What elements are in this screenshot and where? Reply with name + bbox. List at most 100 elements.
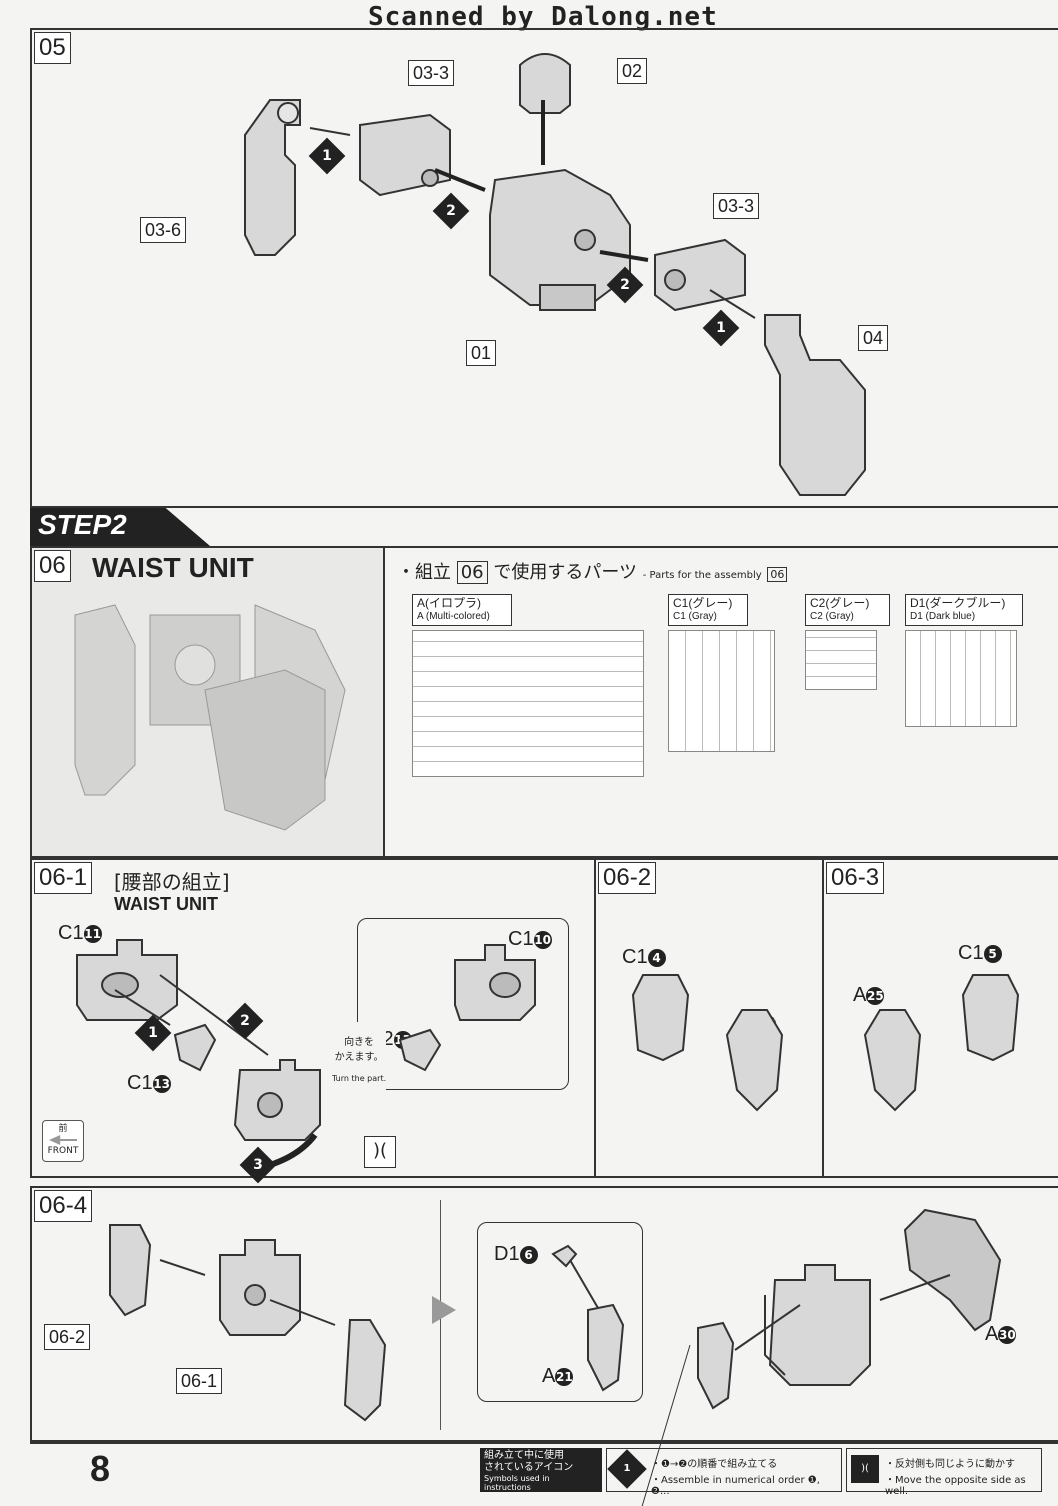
runner-en: A (Multi-colored) (417, 611, 490, 622)
order-badge: 2 (606, 266, 644, 304)
hip-armor-inner (961, 974, 1020, 1062)
watermark: Scanned by Dalong.net (368, 2, 718, 32)
part-label: 02 (617, 58, 648, 84)
runner-sprue-d1 (905, 630, 1017, 727)
step2-banner-label: STEP2 (38, 509, 127, 540)
waist-core-part (219, 1239, 301, 1336)
runner-sprue-a (412, 630, 644, 777)
torso-part (489, 168, 631, 311)
step-number: 05 (34, 32, 71, 64)
runner-label-d1: D1(ダークブルー) D1 (Dark blue) (905, 594, 1023, 626)
move-opposite-icon: )( (851, 1455, 879, 1483)
front-arrow-icon (49, 1135, 77, 1145)
parts-heading-num: 06 (456, 561, 488, 584)
step-06-1-panel: 06-1 [腰部の組立] WAIST UNIT (30, 858, 596, 1178)
step-number: 06 (34, 550, 71, 582)
legend-title-jp: 組み立て中に使用 されているアイコン (484, 1450, 574, 1473)
legend-text-jp: ・反対側も同じように動かす (885, 1459, 1015, 1470)
parts-heading: ・組立 06 で使用するパーツ - Parts for the assembly… (397, 558, 788, 584)
shoulder-block-left (359, 113, 451, 197)
runner-label-a: A(イロプラ) A (Multi-colored) (412, 594, 512, 626)
legend-text-jp: ・❶→❷の順番で組み立てる (651, 1459, 778, 1470)
turn-note-jp: 向きを かえます。 (334, 1037, 384, 1063)
part-callout: C110 (508, 928, 552, 951)
runner-sprue-c2 (805, 630, 877, 690)
part-label: 01 (466, 340, 497, 366)
legend-text-en: ・Assemble in numerical order ❶, ❷... (651, 1475, 820, 1497)
legend-item-order: 1 ・❶→❷の順番で組み立てる ・Assemble in numerical o… (606, 1448, 842, 1497)
turn-note-en: Turn the part. (332, 1074, 387, 1083)
waist-unit-photo (74, 604, 346, 831)
runner-label-c1: C1(グレー) C1 (Gray) (668, 594, 748, 626)
part-label: 03-3 (713, 193, 760, 219)
arm-part-left (244, 99, 301, 256)
parts-heading-jp2: で使用するパーツ (493, 562, 638, 583)
part-callout: C113 (127, 1072, 171, 1095)
order-badge: 1 (134, 1014, 172, 1052)
waist-plate-part (398, 1028, 442, 1072)
move-opposite-icon: )( (364, 1136, 396, 1168)
footer-rule (30, 1442, 1058, 1444)
legend-title: 前 組み立て中に使用 されているアイコン Symbols used in ins… (480, 1448, 602, 1492)
small-plate-part (551, 1244, 578, 1268)
parts-heading-en: - Parts for the assembly (642, 570, 762, 581)
part-number-badge: 21 (555, 1367, 574, 1386)
part-label: 06-2 (44, 1324, 91, 1350)
part-code: D1 (494, 1243, 520, 1265)
step-number: 06-3 (826, 862, 885, 894)
part-callout: A25 (853, 984, 885, 1007)
part-label: 04 (858, 325, 889, 351)
part-number-badge: 10 (533, 930, 552, 949)
turn-note: 向きを かえます。 Turn the part. (332, 1022, 387, 1094)
runner-en: C2 (Gray) (810, 611, 854, 622)
front-icon: 前 FRONT (42, 1120, 84, 1162)
step-06-4-panel: 06-4 (30, 1186, 1058, 1442)
inset-panel (477, 1222, 643, 1402)
part-label: 03-6 (140, 217, 187, 243)
part-callout: A21 (542, 1365, 574, 1388)
part-label: 06-1 (176, 1368, 223, 1394)
page-number: 8 (90, 1448, 111, 1489)
part-code: C1 (508, 928, 534, 950)
section-title-jp: [腰部の組立] (114, 870, 230, 894)
parts-panel: ・組立 06 で使用するパーツ - Parts for the assembly… (385, 546, 1058, 858)
next-arrow-icon (432, 1296, 456, 1324)
runner-jp: D1(ダークブルー) (910, 596, 1006, 610)
runner-jp: C2(グレー) (810, 596, 870, 610)
runner-en: D1 (Dark blue) (910, 611, 976, 622)
parts-heading-jp: ・組立 (397, 562, 451, 583)
part-callout: A30 (985, 1323, 1017, 1346)
front-icon-jp: 前 (58, 1124, 68, 1134)
order-badge: 2 (432, 192, 470, 230)
part-number-badge: 6 (519, 1245, 538, 1264)
arm-part-right (764, 314, 866, 496)
runner-en: C1 (Gray) (673, 611, 717, 622)
rear-skirt-part (903, 1208, 1002, 1332)
order-badge: 3 (239, 1146, 277, 1184)
part-number-badge: 25 (866, 986, 885, 1005)
part-code: A (853, 984, 867, 1006)
order-badge: 1 (308, 137, 346, 175)
legend-title-en: Symbols used in instructions (484, 1474, 550, 1492)
hip-armor-inner (631, 974, 690, 1062)
order-icon: 1 (607, 1449, 647, 1489)
order-badge: 2 (226, 1002, 264, 1040)
order-badge: 1 (702, 309, 740, 347)
waist-assembly-part (764, 1264, 871, 1386)
part-number-badge: 4 (647, 948, 666, 967)
parts-heading-en-num: 06 (767, 567, 788, 582)
part-number-badge: 11 (83, 924, 102, 943)
runner-jp: A(イロプラ) (417, 596, 481, 610)
part-number-badge: 13 (152, 1074, 171, 1093)
section-title-en: WAIST UNIT (114, 894, 218, 914)
front-skirt-part (587, 1303, 625, 1392)
step-06-3-panel: 06-3 (822, 858, 1058, 1178)
step-number: 06-1 (34, 862, 93, 894)
shoulder-block-right (654, 238, 746, 312)
waist-plate-part (173, 1023, 217, 1072)
runner-label-c2: C2(グレー) C2 (Gray) (805, 594, 890, 626)
part-number-badge: 5 (983, 944, 1002, 963)
step-05-panel: 05 (30, 28, 1058, 508)
